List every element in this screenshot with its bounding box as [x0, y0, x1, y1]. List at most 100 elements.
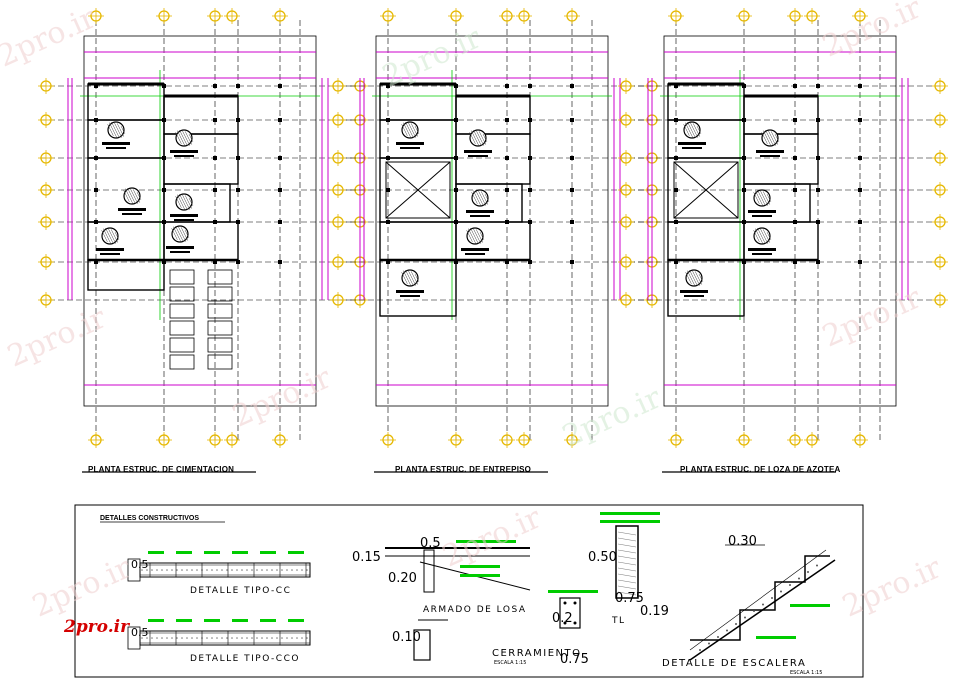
dim-text: 0.19	[640, 604, 669, 619]
annotation-bar	[148, 619, 164, 622]
concrete-dot	[226, 569, 228, 571]
axis-marker	[38, 78, 54, 94]
brand-logo: 2pro.ir	[64, 617, 130, 637]
axis-marker	[516, 8, 532, 24]
column-dot	[505, 84, 509, 88]
column-dot	[236, 118, 240, 122]
column-symbol	[123, 187, 142, 205]
column-dot	[213, 220, 217, 224]
hatch	[759, 228, 769, 244]
hatch	[184, 131, 193, 145]
note-bar	[466, 210, 494, 213]
dim-text: 0.75	[615, 591, 644, 606]
hatch	[173, 226, 181, 242]
hatch	[683, 124, 690, 136]
column-dot	[386, 188, 390, 192]
concrete-dot	[301, 569, 303, 571]
axis-marker	[852, 432, 868, 448]
axis-marker	[330, 214, 346, 230]
column-dot	[236, 260, 240, 264]
concrete-dot	[789, 584, 791, 586]
hatch	[468, 228, 476, 244]
hatch	[180, 227, 189, 241]
hatch	[405, 269, 414, 287]
hatch	[114, 232, 120, 240]
hatch	[175, 132, 182, 144]
note-bar	[400, 147, 420, 149]
hatch	[401, 272, 408, 284]
details-frame	[74, 504, 864, 678]
column-detail	[600, 512, 660, 599]
hatch	[471, 192, 478, 204]
hatch	[767, 130, 777, 146]
concrete-dot	[161, 569, 163, 571]
hatch	[466, 230, 473, 242]
axis-marker	[38, 254, 54, 270]
concrete-dot	[206, 569, 208, 571]
hatch	[755, 228, 763, 244]
annotation-bar	[260, 619, 276, 622]
hatch	[113, 122, 123, 138]
column-dot	[570, 260, 574, 264]
column-dot	[236, 84, 240, 88]
annotation-bar	[176, 619, 192, 622]
detalle-cco-label: DETALLE TIPO-CCO	[190, 654, 300, 664]
hatch	[753, 230, 760, 242]
hatch	[475, 229, 484, 243]
detalle-cc-label: DETALLE TIPO-CC	[190, 586, 292, 596]
slab-panel	[87, 83, 165, 121]
note-bar	[174, 219, 194, 221]
hatch	[617, 591, 637, 596]
escalera-label: DETALLE DE ESCALERA	[662, 658, 807, 669]
hatch	[478, 131, 487, 145]
dim-text: 0.5	[420, 536, 441, 551]
hatch	[116, 123, 125, 137]
column-dot	[505, 188, 509, 192]
hatch	[473, 129, 482, 147]
concrete-dot	[291, 569, 293, 571]
slab-panel	[667, 119, 745, 159]
column-dot	[793, 188, 797, 192]
column-dot	[454, 188, 458, 192]
note-bar	[678, 142, 706, 145]
stair-step	[207, 354, 233, 370]
concrete-dot	[151, 637, 153, 639]
column-dot	[236, 156, 240, 160]
column-dot	[236, 188, 240, 192]
hatch	[617, 537, 637, 542]
hatch	[111, 121, 120, 139]
hatch	[755, 190, 763, 206]
column-dot	[674, 118, 678, 122]
axis-marker	[272, 8, 288, 24]
hatch	[177, 130, 185, 146]
axis-marker	[156, 432, 172, 448]
concrete-dot	[241, 569, 243, 571]
concrete-dot	[246, 569, 248, 571]
concrete-dot	[276, 637, 278, 639]
note-bar	[465, 253, 485, 255]
concrete-dot	[161, 637, 163, 639]
column-dot	[674, 260, 678, 264]
axis-marker	[618, 292, 634, 308]
concrete-dot	[146, 637, 148, 639]
concrete-dot	[271, 569, 273, 571]
concrete-dot	[744, 616, 746, 619]
annotation-bar	[600, 520, 660, 523]
hatch	[120, 126, 126, 134]
hatch	[757, 189, 766, 207]
rebar-dot	[563, 601, 567, 605]
axis-marker	[330, 182, 346, 198]
hatch	[687, 270, 695, 286]
hatch	[766, 194, 772, 202]
slab-panel	[667, 83, 745, 121]
column-dot	[858, 260, 862, 264]
axis-marker	[448, 8, 464, 24]
axis-marker	[618, 112, 634, 128]
column-dot	[454, 156, 458, 160]
note-bar	[102, 142, 130, 145]
hatch	[763, 130, 771, 146]
concrete-dot	[151, 569, 153, 571]
hatch	[617, 531, 637, 536]
note-bar	[166, 246, 194, 249]
column-dot	[742, 260, 746, 264]
